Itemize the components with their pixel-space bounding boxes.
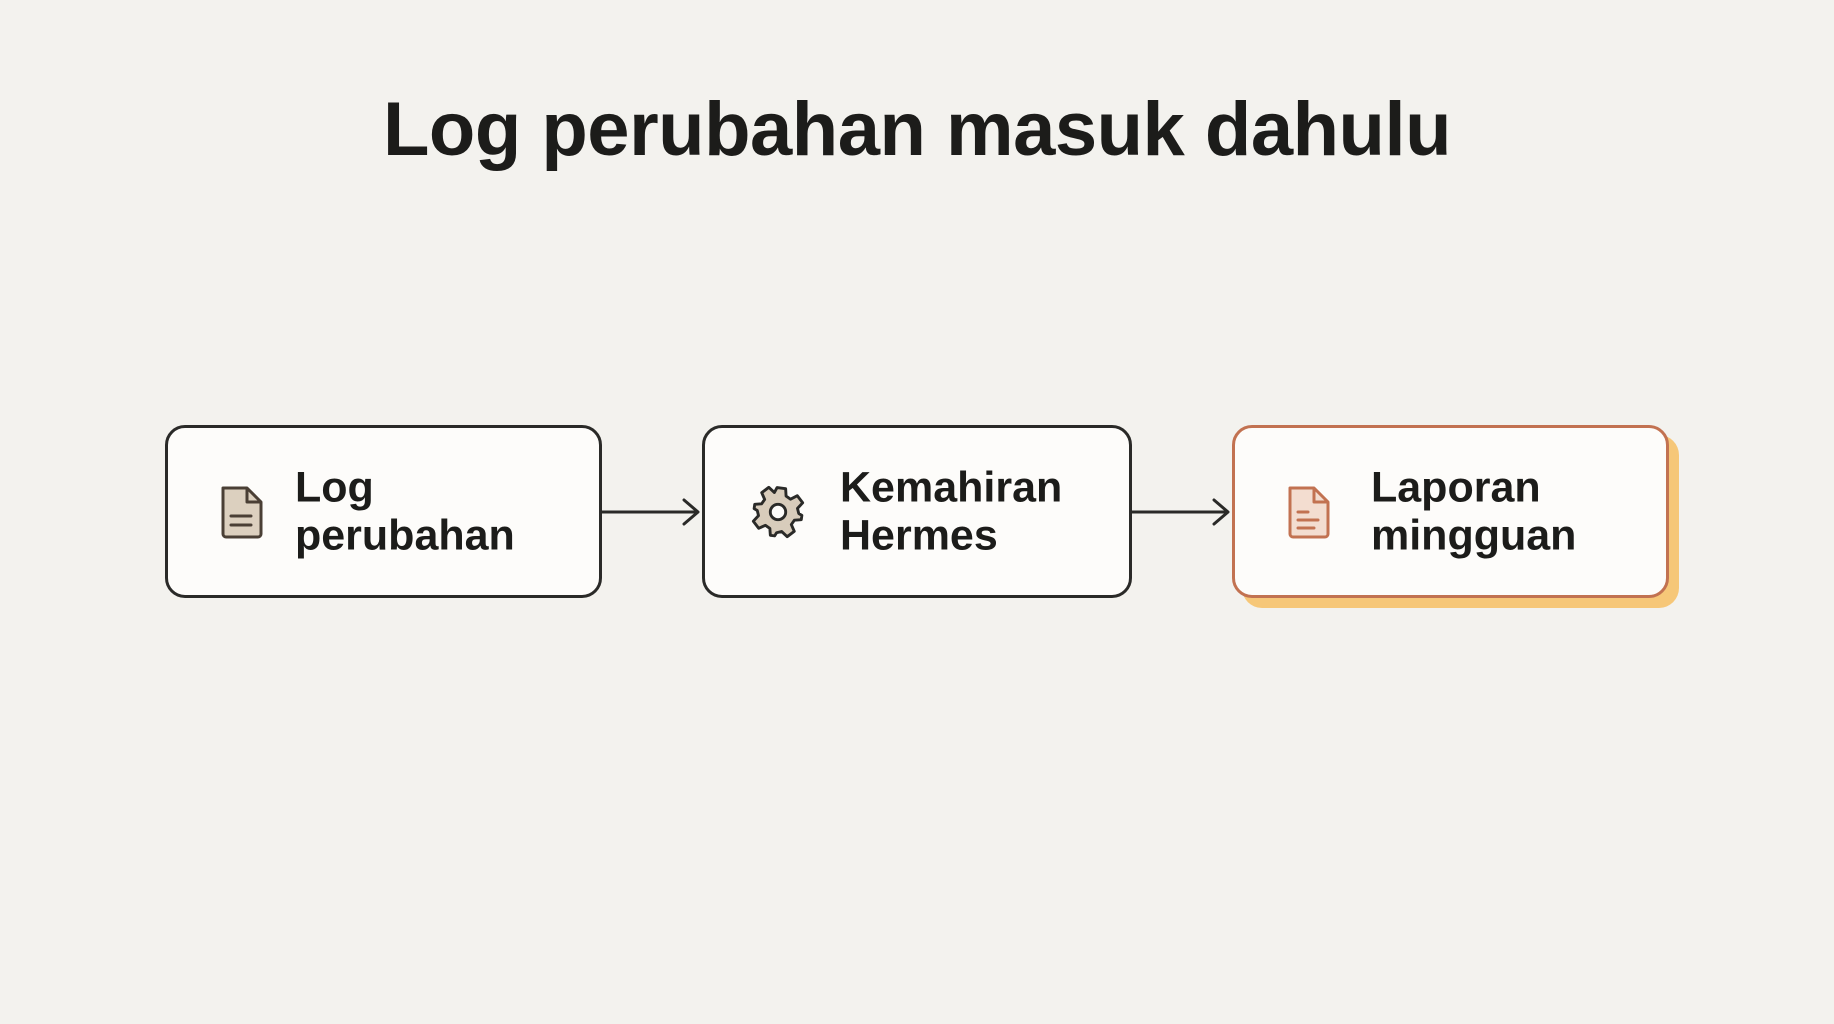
node-laporan-mingguan: Laporan mingguan [1232,425,1669,598]
node-kemahiran-hermes: Kemahiran Hermes [702,425,1132,598]
gear-icon [751,485,805,539]
node-log-perubahan: Log perubahan [165,425,602,598]
node-label: Kemahiran Hermes [840,462,1063,560]
node-label: Log perubahan [295,462,515,560]
document-icon [214,485,268,539]
node-label: Laporan mingguan [1371,462,1577,560]
arrow-icon [1132,498,1230,526]
arrow-icon [602,498,700,526]
document-icon [1281,485,1335,539]
diagram-title: Log perubahan masuk dahulu [383,87,1452,172]
